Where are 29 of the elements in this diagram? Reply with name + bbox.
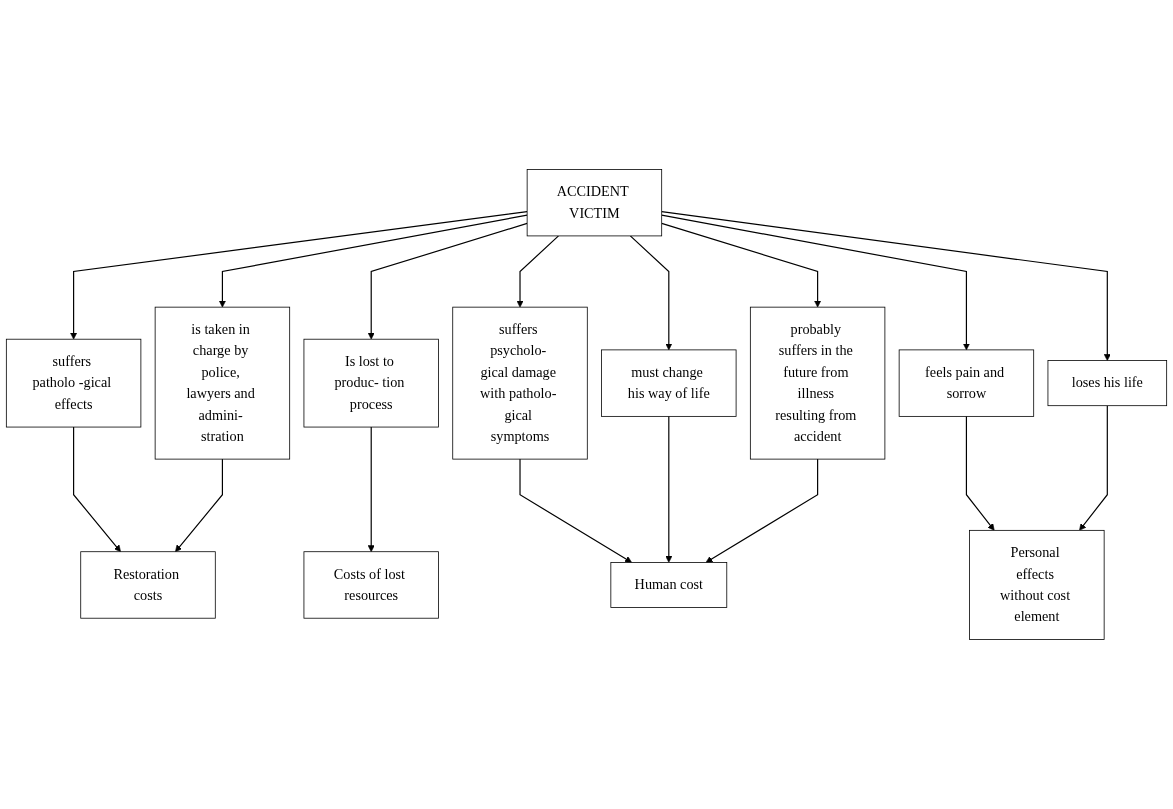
node-box: Costs of lost resources — [303, 551, 439, 619]
arrow — [705, 458, 819, 563]
arrow — [661, 211, 1111, 361]
node-box: Is lost to produc- tion process — [303, 338, 439, 428]
arrow — [367, 222, 528, 340]
arrow — [519, 458, 632, 563]
arrow — [516, 235, 560, 308]
arrow — [1079, 405, 1108, 531]
arrow — [665, 415, 673, 563]
node-box: probably suffers in the future from illness resulting from accident — [749, 306, 886, 460]
node-box: feels pain and sorrow — [898, 349, 1035, 417]
node-box: loses his life — [1047, 360, 1168, 407]
node-box: suffers patholo -gical effects — [5, 338, 142, 428]
arrow — [661, 222, 822, 308]
arrow — [661, 214, 970, 351]
node-box: Human cost — [610, 562, 728, 608]
node-box: Personal effects without cost element — [969, 529, 1105, 640]
node-box: Restoration costs — [80, 551, 216, 619]
node-box: must change his way of life — [601, 349, 737, 417]
arrow — [175, 458, 223, 553]
node-box: suffers psycholo- gical damage with patholo- gical symptoms — [452, 306, 588, 460]
arrow — [965, 415, 995, 531]
arrow — [70, 210, 528, 340]
node-box: ACCIDENT VICTIM — [526, 169, 663, 237]
node-box: is taken in charge by police, lawyers and admini- stration — [154, 306, 291, 460]
arrow — [73, 426, 121, 553]
arrow — [367, 426, 375, 553]
arrow — [629, 235, 673, 351]
arrow — [218, 214, 528, 308]
